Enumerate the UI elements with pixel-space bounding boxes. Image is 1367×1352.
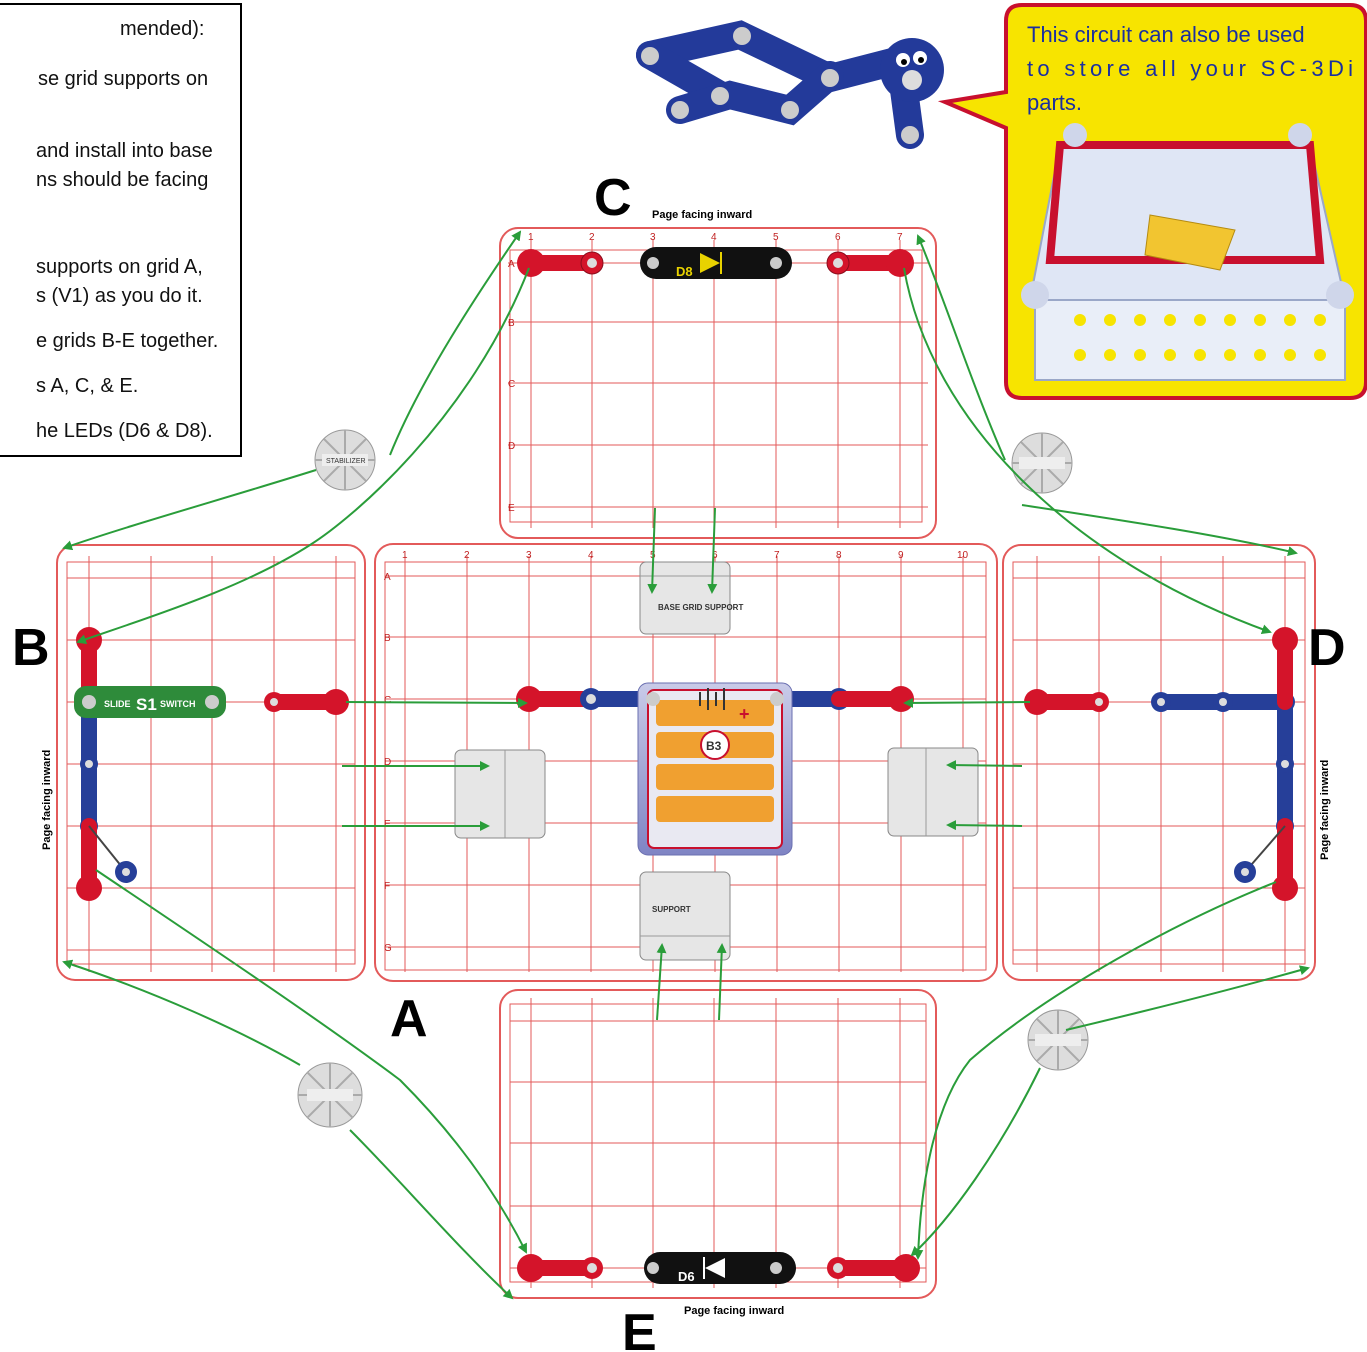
grid-e-page-note: Page facing inward (684, 1305, 784, 1317)
instruction-line: s A, C, & E. (36, 375, 139, 397)
grid-b: B Page facing inward SLIDE S1 SWITCH (12, 544, 366, 981)
grid-a-col-label: 8 (836, 550, 842, 561)
stabilizer-icon (1027, 1009, 1089, 1071)
stabilizer-label: STABILIZER (326, 458, 366, 465)
instruction-line: he LEDs (D6 & D8). (36, 420, 213, 442)
switch-name: SWITCH (160, 699, 196, 709)
grid-a: 1 2 3 4 5 6 7 8 9 10 A B C D E F G A (374, 543, 998, 1048)
grid-a-row-label: B (384, 633, 391, 644)
grid-b-label: B (12, 619, 50, 677)
instruction-line: supports on grid A, (36, 256, 203, 278)
switch-s1: SLIDE S1 SWITCH (74, 686, 226, 718)
stabilizer-icon (1011, 432, 1073, 494)
grid-c-row-label: D (508, 441, 515, 452)
base-grid-support (454, 749, 546, 839)
grid-a-col-label: 9 (898, 550, 904, 561)
grid-c-col-label: 1 (528, 232, 534, 243)
grid-a-col-label: 7 (774, 550, 780, 561)
grid-a-row-label: G (384, 943, 392, 954)
instructions-box: mended): se grid supports on and install… (0, 3, 242, 457)
grid-c-col-label: 6 (835, 232, 841, 243)
callout-line: parts. (1027, 90, 1082, 115)
grid-c-label: C (594, 169, 632, 227)
octopus-illustration (636, 20, 944, 149)
stabilizer-icon (297, 1062, 363, 1128)
grid-c-col-label: 7 (897, 232, 903, 243)
grid-a-col-label: 4 (588, 550, 594, 561)
assembly-arrows (62, 230, 1310, 1300)
svg-text:SUPPORT: SUPPORT (652, 905, 691, 914)
grid-a-col-label: 2 (464, 550, 470, 561)
switch-label: S1 (136, 695, 157, 714)
led-d6: D6 (644, 1252, 796, 1284)
grid-e-label: E (622, 1304, 657, 1352)
grid-c-page-note: Page facing inward (652, 209, 752, 221)
grid-c-row-label: B (508, 318, 515, 329)
grid-a-col-label: 3 (526, 550, 532, 561)
instruction-line: se grid supports on (38, 68, 209, 90)
grid-c-row-label: C (508, 379, 515, 390)
grid-b-page-note: Page facing inward (41, 750, 53, 850)
grid-d: D Page facing inward (1002, 544, 1346, 981)
instruction-line: and install into base (36, 140, 213, 162)
grid-a-col-label: 10 (957, 550, 969, 561)
storage-basket-illustration (1021, 123, 1354, 381)
support-label: BASE GRID SUPPORT (658, 603, 743, 612)
svg-text:+: + (739, 704, 750, 724)
switch-sub-label: SLIDE (104, 699, 131, 709)
instruction-line: mended): (120, 18, 205, 40)
led-d8-label: D8 (676, 264, 693, 279)
grid-a-row-label: F (384, 881, 390, 892)
grid-c: 1 2 3 4 5 6 7 A B C D E C Page facing in… (499, 169, 937, 539)
battery-holder-b3: B3 + (637, 682, 793, 856)
storage-callout: This circuit can also be used to store a… (937, 3, 1367, 400)
instruction-line: s (V1) as you do it. (36, 285, 203, 307)
base-grid-support: SUPPORT (639, 871, 731, 961)
grid-c-row-label: E (508, 503, 515, 514)
battery-label: B3 (706, 739, 722, 753)
grid-d-label: D (1308, 619, 1346, 677)
grid-d-page-note: Page facing inward (1319, 760, 1331, 860)
instruction-line: e grids B-E together. (36, 330, 219, 352)
instruction-line: ns should be facing (36, 169, 209, 191)
grid-a-row-label: A (384, 572, 391, 583)
grid-c-col-label: 3 (650, 232, 656, 243)
led-d6-label: D6 (678, 1269, 695, 1284)
base-grid-support: BASE GRID SUPPORT (639, 561, 743, 635)
grid-c-row-label: A (508, 259, 515, 270)
grid-a-row-label: E (384, 819, 391, 830)
grid-c-col-label: 5 (773, 232, 779, 243)
grid-c-col-label: 4 (711, 232, 717, 243)
grid-a-col-label: 6 (712, 550, 718, 561)
grid-c-col-label: 2 (589, 232, 595, 243)
grid-a-label: A (390, 990, 428, 1048)
stabilizer-icon: STABILIZER (314, 429, 376, 491)
grid-a-row-label: C (384, 695, 391, 706)
grid-a-row-label: D (384, 757, 391, 768)
led-d8: D8 (640, 247, 792, 279)
grid-e: E Page facing inward D6 (499, 989, 937, 1352)
grid-a-col-label: 1 (402, 550, 408, 561)
base-grid-support (887, 747, 979, 837)
callout-line: This circuit can also be used (1027, 22, 1305, 47)
